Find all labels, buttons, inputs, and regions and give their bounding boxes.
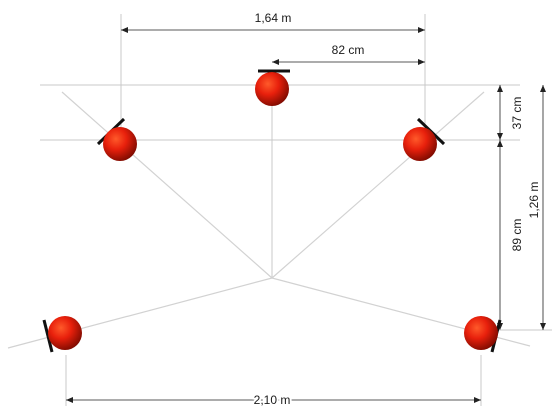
speaker-rear-right <box>464 316 502 353</box>
dimension-total-depth: 1,26 m <box>496 85 552 331</box>
speaker-front-right <box>403 117 446 161</box>
front-width-label: 1,64 m <box>255 11 292 25</box>
speaker-rear-left <box>42 316 82 353</box>
dimension-rear-width: 2,10 m <box>66 391 481 409</box>
speaker-center <box>255 69 290 106</box>
center-offset-label: 82 cm <box>332 43 365 57</box>
ray-front-right <box>271 91 485 279</box>
ray-front-left <box>61 91 273 279</box>
dimension-front-depth: 37 cm <box>497 85 524 140</box>
dimension-front-width: 1,64 m <box>121 11 425 33</box>
speaker-front-left-icon <box>103 127 137 161</box>
listening-rays <box>7 91 531 349</box>
speaker-rear-left-bracket <box>42 319 54 353</box>
speaker-front-right-icon <box>403 127 437 161</box>
speaker-front-left <box>96 117 137 161</box>
guide-lines <box>40 14 520 406</box>
rear-width-label: 2,10 m <box>254 393 291 407</box>
dimension-side-depth: 89 cm <box>497 140 524 330</box>
speaker-center-icon <box>255 72 289 106</box>
dimension-center-offset: 82 cm <box>272 43 425 65</box>
speaker-rear-right-icon <box>464 316 498 350</box>
side-depth-label: 89 cm <box>510 219 524 252</box>
total-depth-label: 1,26 m <box>527 182 541 219</box>
speaker-rear-left-icon <box>48 316 82 350</box>
front-depth-label: 37 cm <box>510 97 524 130</box>
